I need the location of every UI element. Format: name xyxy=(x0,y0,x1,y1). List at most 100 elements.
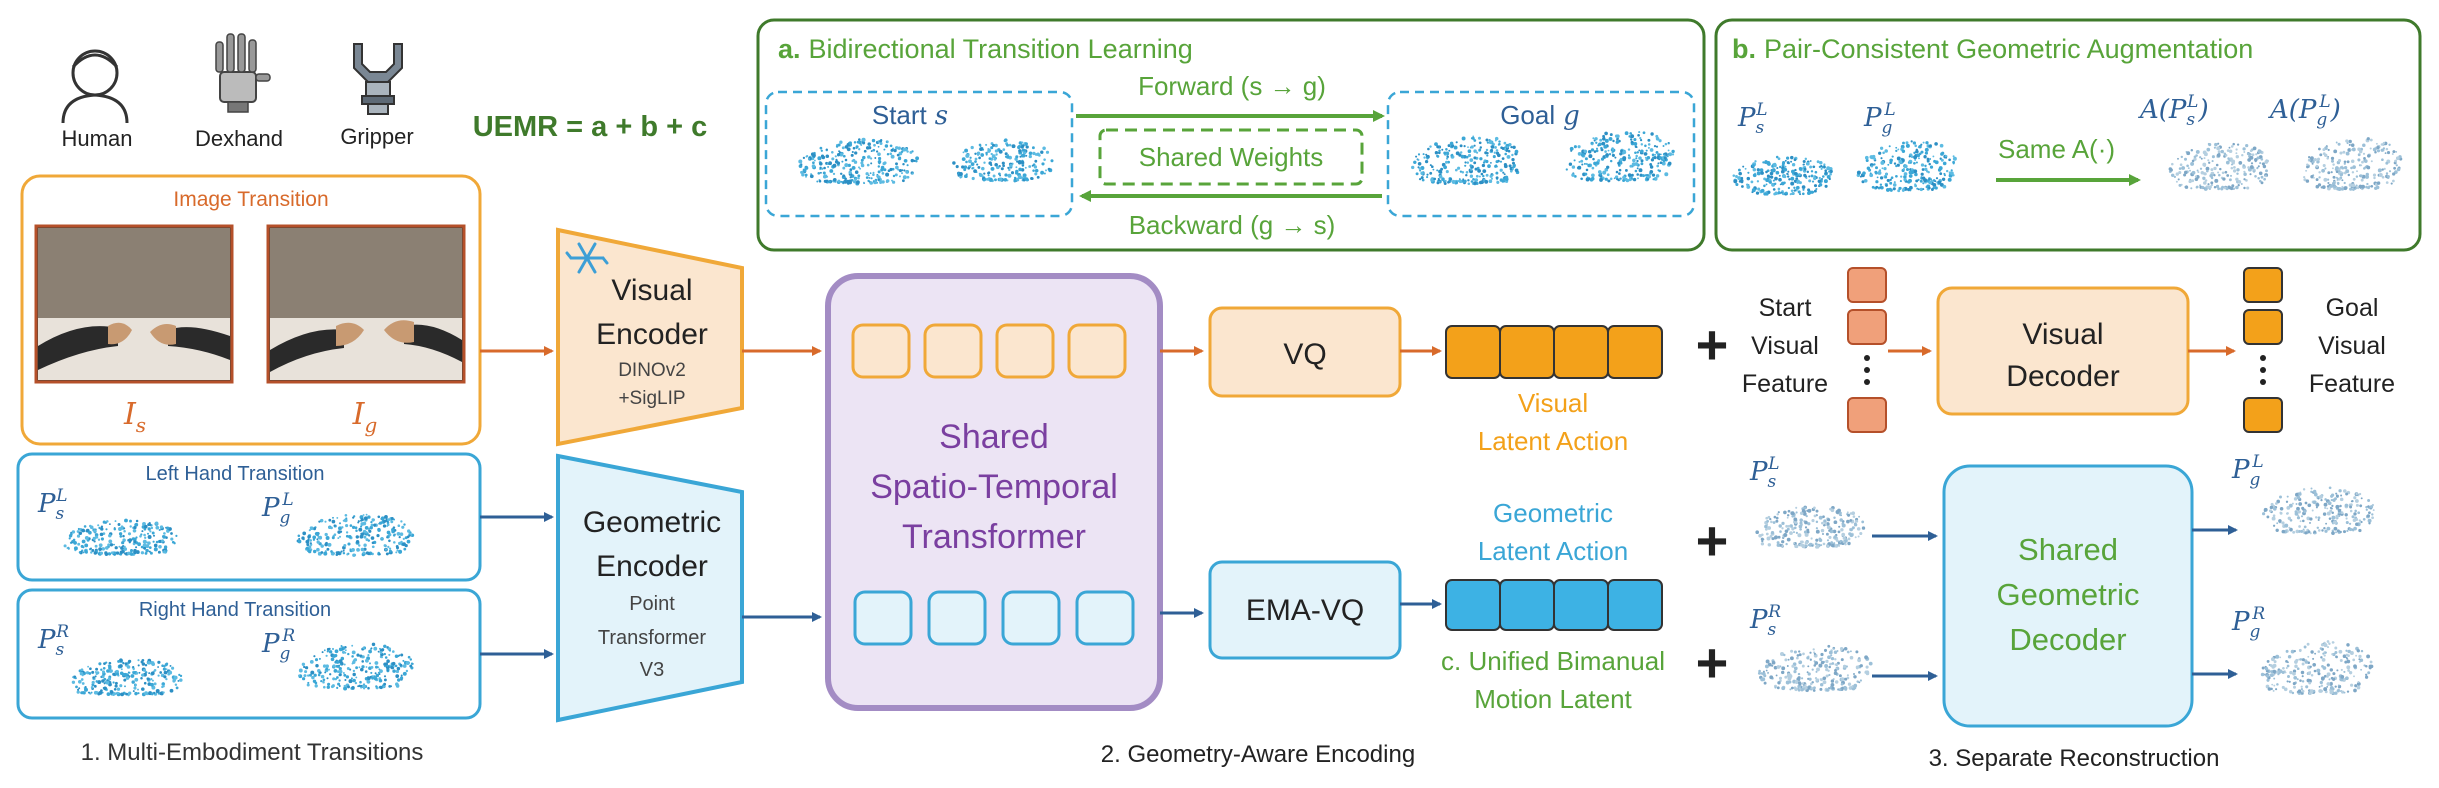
point xyxy=(1783,167,1788,172)
point xyxy=(298,668,303,673)
point xyxy=(2276,522,2279,525)
point xyxy=(315,531,320,536)
point xyxy=(880,168,884,172)
point xyxy=(813,159,816,162)
point xyxy=(1491,177,1493,180)
point xyxy=(982,178,986,182)
point xyxy=(2376,149,2381,153)
point xyxy=(122,534,125,538)
point xyxy=(1417,162,1422,166)
point xyxy=(869,181,873,185)
point xyxy=(1627,156,1631,160)
point xyxy=(114,681,118,685)
point xyxy=(1903,177,1907,182)
point xyxy=(2345,649,2348,652)
point xyxy=(390,520,394,524)
point xyxy=(2366,137,2370,141)
point xyxy=(344,649,347,652)
point xyxy=(1601,141,1606,146)
point xyxy=(1765,659,1770,664)
point xyxy=(351,644,354,647)
goal-visual-feature-line1: Goal xyxy=(2326,294,2379,322)
point xyxy=(1793,542,1795,545)
point xyxy=(80,678,84,681)
point xyxy=(2298,530,2301,533)
point xyxy=(2293,649,2296,653)
point xyxy=(848,141,852,145)
point xyxy=(857,174,861,178)
point xyxy=(1454,168,1458,172)
point xyxy=(155,689,160,693)
point xyxy=(2324,690,2328,694)
point xyxy=(1760,171,1764,175)
point xyxy=(306,543,310,547)
point xyxy=(2366,514,2370,518)
point xyxy=(137,688,139,691)
point xyxy=(104,552,109,556)
point xyxy=(308,549,312,554)
point xyxy=(2352,658,2356,662)
point xyxy=(2303,645,2307,649)
point xyxy=(345,531,349,534)
point xyxy=(1609,159,1613,163)
point xyxy=(2178,167,2182,170)
point xyxy=(2306,678,2311,683)
point xyxy=(297,534,301,538)
point xyxy=(2191,179,2195,183)
point xyxy=(1767,662,1772,667)
point xyxy=(2199,167,2203,170)
point xyxy=(84,685,87,688)
point xyxy=(316,540,320,544)
point xyxy=(367,654,370,657)
point xyxy=(860,158,864,162)
point xyxy=(834,155,837,158)
point xyxy=(365,538,369,542)
point xyxy=(398,541,402,546)
point xyxy=(1627,173,1632,177)
point xyxy=(976,163,979,166)
point xyxy=(1912,141,1917,145)
point xyxy=(1746,185,1751,189)
point xyxy=(383,544,387,547)
point xyxy=(331,519,336,524)
point xyxy=(1429,145,1432,148)
point xyxy=(1651,173,1656,177)
point xyxy=(1598,142,1602,147)
point xyxy=(1798,660,1803,665)
point xyxy=(2230,166,2234,170)
point xyxy=(2349,505,2353,509)
point xyxy=(1897,189,1901,193)
point xyxy=(124,662,128,665)
point xyxy=(1485,138,1489,142)
point xyxy=(2237,184,2240,187)
point xyxy=(2332,175,2336,179)
point xyxy=(1928,145,1931,148)
point xyxy=(1922,182,1925,185)
point xyxy=(1512,145,1516,149)
point xyxy=(1015,177,1020,181)
point xyxy=(2331,653,2334,656)
point xyxy=(1479,146,1483,149)
point xyxy=(153,682,157,686)
point xyxy=(2288,680,2291,683)
point xyxy=(2329,184,2334,188)
point xyxy=(387,545,390,549)
point xyxy=(1812,686,1816,690)
point xyxy=(2323,526,2326,530)
point xyxy=(304,670,308,674)
point xyxy=(105,528,108,531)
point xyxy=(1505,149,1509,153)
point xyxy=(348,679,353,684)
point xyxy=(133,540,137,544)
point xyxy=(2177,178,2180,181)
point xyxy=(2228,146,2231,149)
point xyxy=(2302,528,2305,531)
point xyxy=(1855,519,1859,523)
point xyxy=(2210,183,2214,187)
point xyxy=(1007,173,1012,178)
point xyxy=(1807,685,1812,690)
point xyxy=(396,532,401,536)
point xyxy=(301,677,306,681)
point xyxy=(333,524,336,527)
